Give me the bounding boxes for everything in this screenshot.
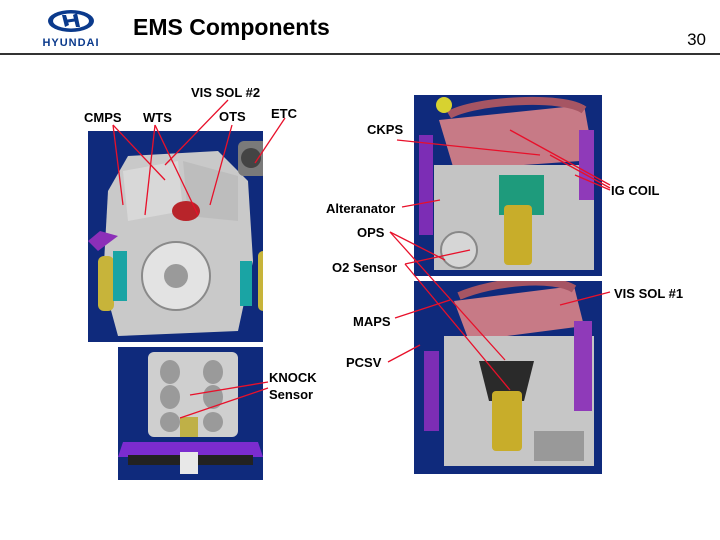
label-ops: OPS — [357, 225, 385, 240]
engine-side-view-lower-image — [414, 281, 602, 474]
label-ckps: CKPS — [367, 122, 404, 137]
engine-side-view-upper-image — [414, 95, 602, 276]
label-vis-sol-2: VIS SOL #2 — [191, 85, 261, 100]
engine-block-knock-image — [118, 347, 263, 480]
label-alternator: Alteranator — [326, 201, 396, 216]
logo-wordmark: HYUNDAI — [42, 37, 99, 49]
label-knock: KNOCK — [269, 370, 317, 385]
label-etc: ETC — [271, 106, 297, 121]
label-vis-sol-1: VIS SOL #1 — [614, 286, 684, 301]
label-pcsv: PCSV — [346, 355, 382, 370]
label-o2-sensor: O2 Sensor — [332, 260, 398, 275]
label-cmps: CMPS — [84, 110, 122, 125]
header-divider — [0, 53, 720, 55]
label-ots: OTS — [219, 109, 246, 124]
label-knock-sensor: Sensor — [269, 387, 314, 402]
page-title: EMS Components — [133, 14, 330, 40]
page-number: 30 — [687, 30, 706, 49]
label-wts: WTS — [143, 110, 172, 125]
label-maps: MAPS — [353, 314, 391, 329]
engine-front-view-image — [88, 131, 263, 342]
label-ig-coil: IG COIL — [611, 183, 660, 198]
hyundai-logo: HYUNDAI — [36, 8, 106, 50]
